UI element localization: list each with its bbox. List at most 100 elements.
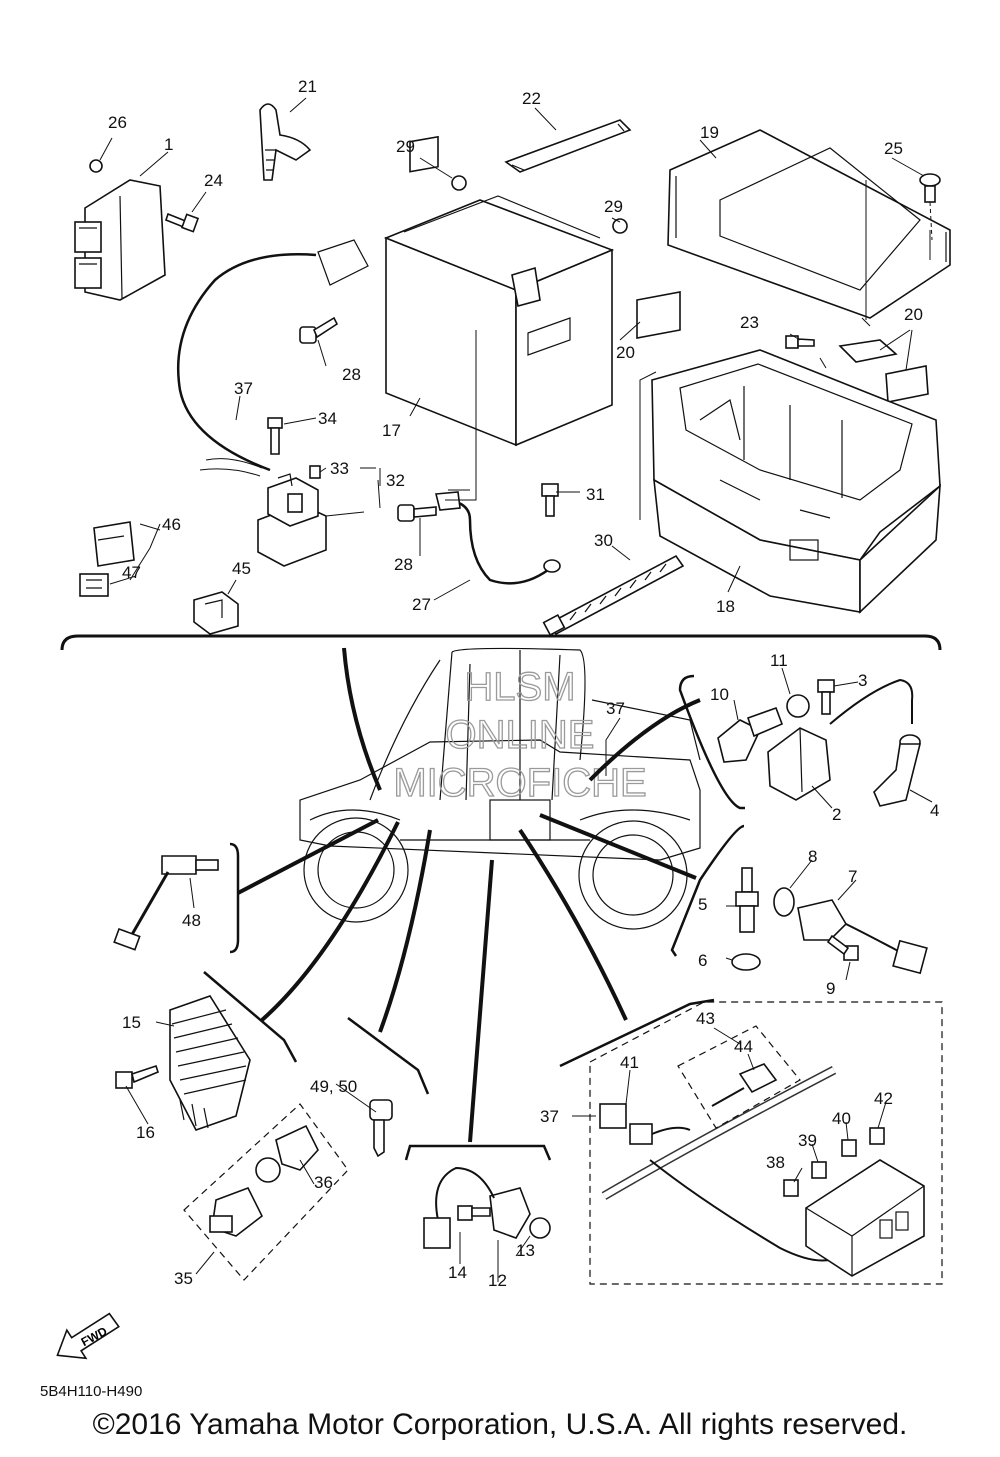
label-43: 43 [696, 1009, 715, 1028]
label-48: 48 [182, 911, 201, 930]
label-28a: 28 [342, 365, 361, 384]
connector-44 [711, 1063, 778, 1107]
label-20a: 20 [616, 343, 635, 362]
label-6: 6 [698, 951, 707, 970]
bolt-16 [115, 1064, 159, 1089]
label-38: 38 [766, 1153, 785, 1172]
label-21: 21 [298, 77, 317, 96]
nut-29b [612, 218, 628, 234]
o-ring-13 [529, 1217, 551, 1239]
label-14: 14 [448, 1263, 467, 1282]
guide-lines-top [445, 180, 931, 520]
starter-relay-32 [257, 473, 327, 567]
bracket-coil [678, 674, 745, 810]
callout-line-key [378, 829, 432, 1033]
drawing-code: 5B4H110-H490 [40, 1383, 143, 1400]
label-30: 30 [594, 531, 613, 550]
gasket-6 [731, 953, 761, 971]
bolt-28a [299, 316, 339, 344]
label-2: 2 [832, 805, 841, 824]
fwd-arrow-icon: FWD [56, 1312, 120, 1360]
harness-dashed-box [589, 1001, 943, 1285]
ecu-unit-1 [74, 179, 166, 301]
label-20b: 20 [904, 305, 923, 324]
callout-line-harness [518, 828, 628, 1021]
bracket-harness [559, 998, 715, 1068]
bracket-sensor [404, 1144, 552, 1161]
label-7: 7 [848, 867, 857, 886]
pad-20b [838, 339, 898, 363]
callout-line-coil [588, 698, 701, 782]
pad-20a [636, 291, 681, 339]
dashed-box-43 [677, 1025, 801, 1129]
sensor-48 [113, 855, 219, 951]
label-49-50: 49, 50 [310, 1077, 357, 1096]
label-15: 15 [122, 1013, 141, 1032]
bolt-31 [541, 483, 559, 517]
label-3: 3 [858, 671, 867, 690]
label-11: 11 [770, 651, 788, 670]
label-35: 35 [174, 1269, 193, 1288]
label-37c: 37 [540, 1107, 559, 1126]
fuse-33 [309, 465, 321, 479]
o-ring-11 [786, 694, 810, 718]
label-4: 4 [930, 801, 939, 820]
bolt-3 [817, 679, 835, 715]
bracket-plug [670, 824, 745, 957]
callout-line-regulator [260, 821, 400, 1022]
top-section-bracket [60, 634, 942, 651]
fuse-40 [841, 1139, 857, 1157]
spark-plug-5 [735, 867, 759, 933]
label-41: 41 [620, 1053, 639, 1072]
label-23: 23 [740, 313, 759, 332]
bolt-34 [267, 417, 283, 455]
label-46: 46 [162, 515, 181, 534]
label-5: 5 [698, 895, 707, 914]
positive-cable-37 [176, 253, 317, 472]
strap-22 [504, 119, 632, 173]
key-49-50 [369, 1099, 393, 1158]
copyright-footer: ©2016 Yamaha Motor Corporation, U.S.A. A… [92, 1408, 908, 1441]
label-44: 44 [734, 1037, 753, 1056]
clip-21 [259, 103, 312, 181]
connector-45 [193, 591, 239, 635]
label-37a: 37 [234, 379, 253, 398]
connector-14 [423, 1217, 451, 1249]
leader-lines [99, 97, 933, 1282]
spark-plug-cap-4 [873, 734, 922, 807]
regulator-15 [169, 995, 251, 1131]
label-17: 17 [382, 421, 401, 440]
label-33: 33 [330, 459, 349, 478]
label-26: 26 [108, 113, 127, 132]
label-39: 39 [798, 1131, 817, 1150]
callout-line-sensor [468, 859, 494, 1143]
fuse-box [805, 1159, 925, 1277]
knob-36 [255, 1124, 319, 1183]
connector-47 [79, 573, 109, 597]
bracket-key [347, 1016, 430, 1095]
negative-cable-27 [434, 491, 561, 585]
watermark-line-1: HLSM [464, 665, 575, 709]
label-9: 9 [826, 979, 835, 998]
battery-cover-19 [667, 129, 951, 319]
label-24: 24 [204, 171, 223, 190]
label-29b: 29 [604, 197, 623, 216]
cable-tie-30 [542, 554, 685, 637]
fuse-38 [783, 1179, 799, 1197]
label-27: 27 [412, 595, 431, 614]
fuse-42 [869, 1127, 885, 1145]
label-10: 10 [710, 685, 729, 704]
pad-20c [885, 365, 929, 403]
label-32: 32 [386, 471, 405, 490]
part-labels: 1 26 24 21 22 19 25 29 29 23 20 20 28 17… [108, 77, 939, 1290]
ignition-coil-2 [767, 727, 831, 801]
wire-harness-37 [601, 1066, 841, 1262]
relay-46 [93, 521, 135, 567]
label-13: 13 [516, 1241, 535, 1260]
vehicle-side-outline [299, 647, 701, 930]
ignition-lead [829, 678, 914, 725]
callout-line-left [237, 818, 379, 895]
fuse-39 [811, 1161, 827, 1179]
bolt-23 [785, 335, 815, 349]
label-37b: 37 [606, 699, 625, 718]
